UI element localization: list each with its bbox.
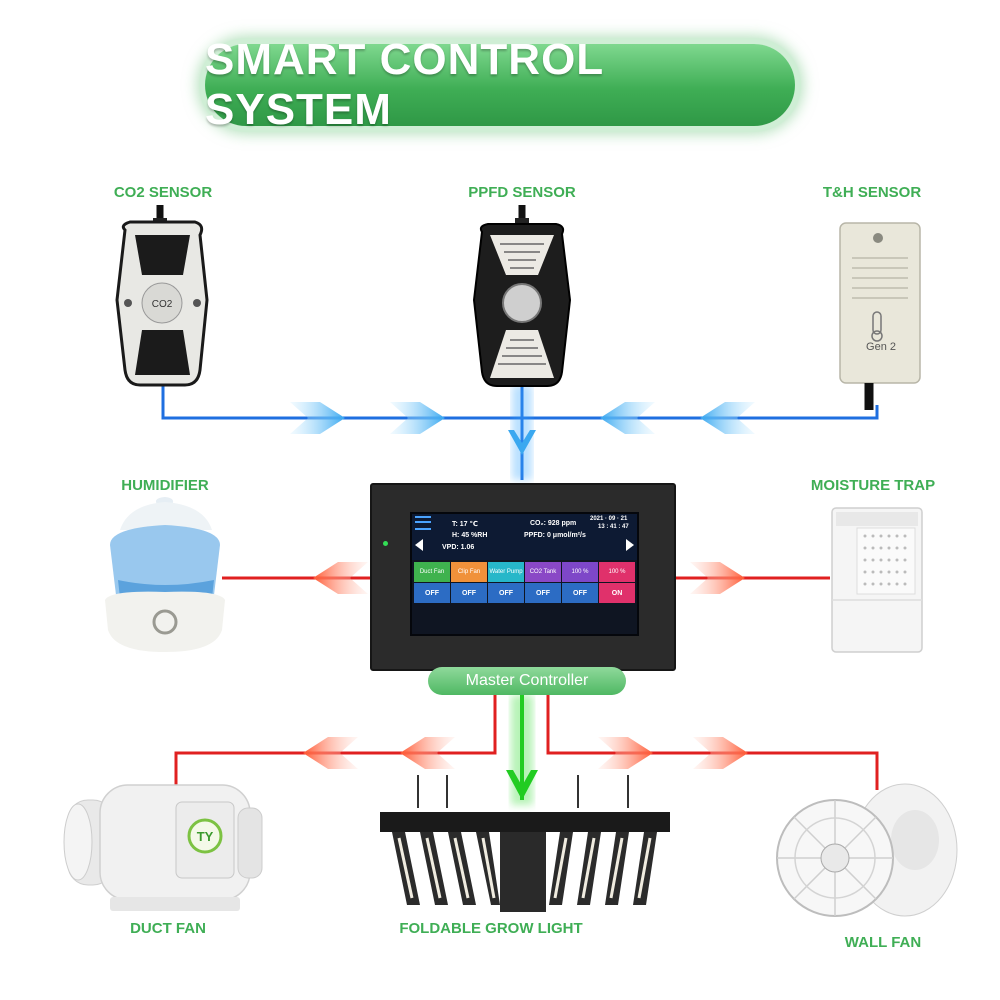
th-sensor-label: T&H SENSOR (822, 184, 922, 201)
humidity-reading: H: 45 %RH (452, 532, 488, 539)
moisture-trap-device (831, 507, 923, 653)
channel-toggle-4[interactable]: OFF (525, 583, 561, 603)
channel-name-2: Clip Fan (451, 562, 487, 582)
humidifier-label: HUMIDIFIER (121, 477, 209, 494)
channel-toggle-3[interactable]: OFF (488, 583, 524, 603)
vpd-reading: VPD: 1.06 (442, 544, 475, 551)
channel-name-4: CO2 Tank (525, 562, 561, 582)
master-controller-label: Master Controller (428, 667, 626, 695)
red-lower-arrows (303, 737, 748, 769)
page-title: SMART CONTROL SYSTEM (205, 35, 604, 134)
temperature-reading: T: 17 ℃ (452, 521, 478, 528)
co2-sensor-device (115, 205, 209, 387)
th-sensor-device (839, 222, 921, 410)
next-arrow-icon[interactable] (626, 539, 634, 551)
co2-device-text: CO2 (152, 299, 173, 310)
screen-date: 2021 · 09 · 21 (590, 516, 628, 522)
duct-fan-logo: TY (197, 829, 214, 844)
duct-fan-device (63, 784, 263, 911)
co2-sensor-label: CO2 SENSOR (113, 184, 213, 201)
th-device-text: Gen 2 (866, 341, 896, 353)
channel-toggle-1[interactable]: OFF (414, 583, 450, 603)
moisture-trap-label: MOISTURE TRAP (810, 477, 936, 494)
screen-readout-panel: 2021 · 09 · 21 13 : 41 : 47 T: 17 ℃ H: 4… (412, 514, 637, 560)
duct-fan-label: DUCT FAN (130, 920, 206, 937)
title-banner: SMART CONTROL SYSTEM (205, 35, 795, 134)
ppfd-sensor-device (472, 205, 572, 387)
channel-name-3: Water Pump (488, 562, 524, 582)
grow-light-device (380, 775, 670, 912)
channel-toggle-2[interactable]: OFF (451, 583, 487, 603)
blue-flow-arrows (290, 402, 755, 455)
previous-arrow-icon[interactable] (415, 539, 423, 551)
status-led (383, 541, 388, 546)
co2-reading: CO₂: 928 ppm (530, 520, 577, 527)
screen-time: 13 : 41 : 47 (598, 524, 629, 530)
red-side-arrows (313, 562, 745, 594)
humidifier-device (105, 497, 225, 652)
channel-name-6: 100 % (599, 562, 635, 582)
grow-light-label: FOLDABLE GROW LIGHT (399, 920, 583, 937)
controller-screen: 2021 · 09 · 21 13 : 41 : 47 T: 17 ℃ H: 4… (410, 512, 639, 636)
channel-name-5: 100 % (562, 562, 598, 582)
wall-fan-label: WALL FAN (844, 934, 922, 951)
channel-name-1: Duct Fan (414, 562, 450, 582)
menu-icon[interactable] (415, 516, 431, 530)
channel-toggle-5[interactable]: OFF (562, 583, 598, 603)
ppfd-sensor-label: PPFD SENSOR (468, 184, 576, 201)
channel-toggle-6[interactable]: ON (599, 583, 635, 603)
ppfd-reading: PPFD: 0 μmol/m²/s (524, 532, 586, 539)
wall-fan-device (776, 783, 958, 917)
